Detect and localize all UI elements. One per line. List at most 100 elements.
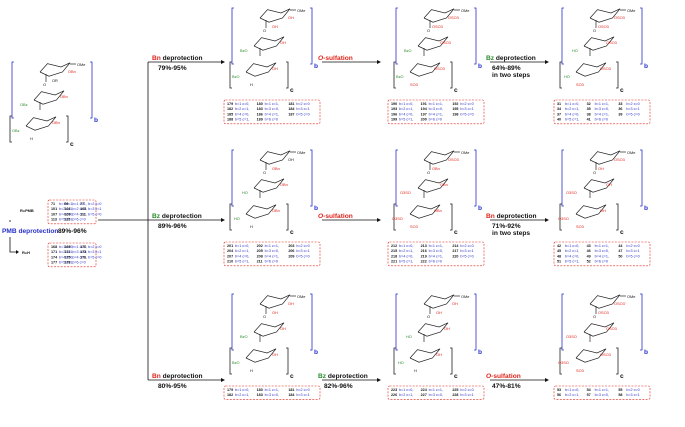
compound-number: 204 xyxy=(227,249,234,253)
compound-bc-values: b=5 c=0 xyxy=(460,112,473,116)
compound-number: 207 xyxy=(227,254,233,258)
repeat-b-label: b xyxy=(644,205,648,212)
compound-table-box xyxy=(387,99,485,125)
repeat-bracket-c-left xyxy=(393,61,396,89)
compound-number: 44 xyxy=(618,244,623,248)
compound-bc-values: b=2 c=1, xyxy=(59,207,73,211)
compound-number: 209 xyxy=(288,254,294,258)
repeat-bracket-left xyxy=(231,149,234,207)
repeat-bracket-c-right xyxy=(616,61,619,89)
repeat-c-label: c xyxy=(454,373,458,380)
compound-number: 57 xyxy=(587,393,591,397)
sugar-ring xyxy=(259,150,291,165)
lower-ring-substituent: OSO3 xyxy=(600,66,611,71)
compound-bc-values: b=2 c=1, xyxy=(565,393,579,397)
step-yield: 71%-92% xyxy=(492,223,521,230)
compound-bc-values: b=5 c=0 xyxy=(460,254,473,258)
compound-bc-values: b=2 c=1, xyxy=(399,249,413,253)
middle-ring-substituent-2: BzO xyxy=(240,48,248,53)
pmb-arrow xyxy=(9,237,18,253)
step-note: in two steps xyxy=(492,72,530,79)
sugar-ring xyxy=(25,116,57,131)
step-note: in two steps xyxy=(492,230,530,237)
compound-bc-values: b=4 c=0, xyxy=(59,212,73,216)
compound-number: 199 xyxy=(391,118,397,122)
sugar-ring xyxy=(409,204,441,219)
step-label: O-sulfation xyxy=(318,213,353,220)
compound-bc-values: b=6 c=0 xyxy=(265,118,278,122)
compound-number: 103 xyxy=(80,207,86,211)
compound-number: 53 xyxy=(557,388,561,392)
compound-bc-values: b=4 c=0, xyxy=(399,254,413,258)
compound-bc-values: b=4 c=1, xyxy=(72,255,86,259)
repeat-bracket-left xyxy=(231,7,234,65)
compound-number: 37 xyxy=(557,112,561,116)
compound-bc-values: b=2 c=0 xyxy=(88,202,101,206)
compound-bc-values: b=2 c=1, xyxy=(399,107,413,111)
compound-bc-values: b=2 c=1, xyxy=(59,250,73,254)
compound-bc-values: b=1 c=1, xyxy=(265,388,279,392)
compound-bc-values: b=3 c=0, xyxy=(429,107,443,111)
repeat-b-label: b xyxy=(478,349,482,356)
sugar-ring xyxy=(409,348,441,363)
repeat-bracket-left xyxy=(395,149,398,207)
compound-bc-values: b=3 c=0, xyxy=(265,249,279,253)
compound-bc-values: b=4 c=1, xyxy=(265,112,279,116)
compound-table-box xyxy=(223,99,321,125)
compound-bc-values: b=3 c=0, xyxy=(595,393,609,397)
lower-ring-substituent-3: H xyxy=(414,368,417,373)
sugar-ring xyxy=(409,62,441,77)
upper-ring-substituent-2: OH xyxy=(272,24,278,29)
compound-bc-values: b=5 c=0 xyxy=(88,255,101,259)
sugar-ring xyxy=(245,62,277,77)
compound-table-box xyxy=(387,385,485,400)
upper-ring-substituent-2: OSO3 xyxy=(432,24,443,29)
middle-ring-substituent-2: HO xyxy=(572,48,578,53)
upper-substituent: OH xyxy=(288,301,294,306)
repeat-bracket-right xyxy=(474,7,477,65)
compound-bc-values: b=1 c=1, xyxy=(429,388,443,392)
upper-ring-substituent-2: OBn xyxy=(272,166,280,171)
compound-table-box xyxy=(223,385,321,400)
middle-ring-substituent-2: HO xyxy=(242,190,248,195)
compound-bc-values: b=4 c=0, xyxy=(235,112,249,116)
compound-bc-values: b=5 c=0 xyxy=(88,212,101,216)
link-oxygen-1: O xyxy=(593,28,596,33)
compound-bc-values: b=3 c=1 xyxy=(296,107,309,111)
compound-bc-values: b=1 c=1, xyxy=(595,388,609,392)
compound-number: 210 xyxy=(227,260,233,264)
repeat-c-label: c xyxy=(620,373,624,380)
lower-ring-substituent-2: BzO xyxy=(232,74,240,79)
middle-ring-substituent-2: BzO xyxy=(404,48,412,53)
compound-number: 71 xyxy=(51,202,55,206)
compound-number: 183 xyxy=(257,393,263,397)
compound-number: 185 xyxy=(227,112,233,116)
compound-number: 194 xyxy=(421,107,428,111)
upper-substituent: OH xyxy=(288,15,294,20)
compound-number: 181 xyxy=(288,102,294,106)
middle-ring-substituent: OSO3 xyxy=(606,40,617,45)
repeat-bracket-c-right xyxy=(286,347,289,375)
repeat-bracket-c-right xyxy=(286,203,289,231)
compound-number: 200 xyxy=(421,118,427,122)
compound-number: 175 xyxy=(64,255,70,259)
lower-ring-substituent-3: SO3 xyxy=(576,224,584,229)
compound-bc-values: b=1 c=1, xyxy=(72,202,86,206)
step-label: Bn deprotection xyxy=(152,373,203,380)
compound-number: 205 xyxy=(257,249,263,253)
repeat-bracket-c-left xyxy=(559,347,562,375)
link-oxygen-1: O xyxy=(263,314,266,319)
repeat-bracket-right xyxy=(474,149,477,207)
link-oxygen-1: O xyxy=(593,170,596,175)
compound-number: 51 xyxy=(557,260,561,264)
compound-bc-values: b=2 c=1, xyxy=(235,107,249,111)
compound-bc-values: b=1 c=0, xyxy=(235,102,249,106)
repeat-c-label: c xyxy=(290,373,294,380)
